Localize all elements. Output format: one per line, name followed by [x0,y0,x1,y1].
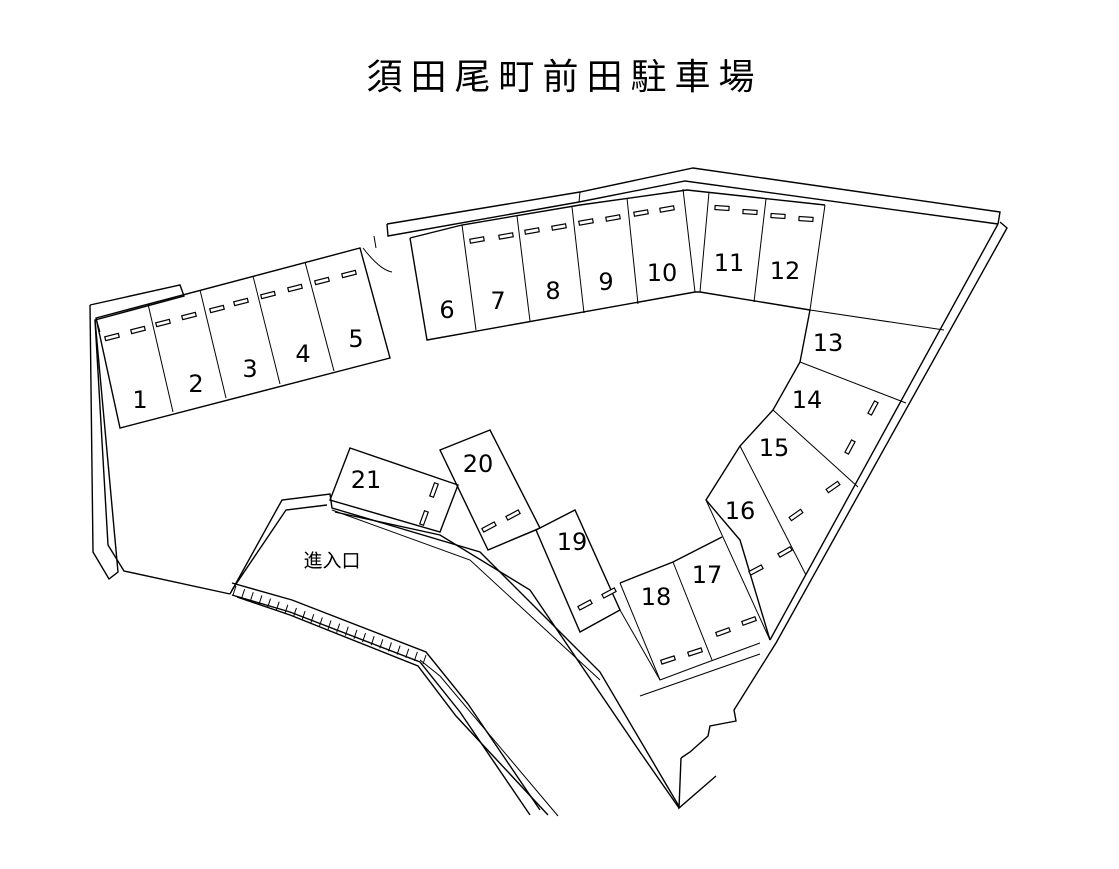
grate-bar [258,595,263,605]
wheel-stop [551,223,567,231]
grate-bar [413,651,418,662]
parking-row-13-17 [579,309,945,697]
wheel-stop [742,208,758,216]
wheel-stop [578,218,594,226]
wheel-stop [659,205,675,213]
grate-bar [284,604,289,614]
wheel-stop [232,297,250,307]
wheel-stop [524,227,540,235]
drainage-grate [232,585,427,665]
grate-bar [344,626,349,636]
space-label-5: 5 [348,325,363,353]
entrance-label: 進入口 [303,550,360,572]
wheel-stop [798,215,814,223]
wheel-stop [469,236,485,244]
grate-bar [387,642,392,652]
space-label-6: 6 [439,296,454,324]
wheel-stops [103,204,879,665]
space-label-10: 10 [647,259,678,287]
space-label-15: 15 [759,434,790,462]
space-label-13: 13 [813,329,844,357]
wheel-stop [259,290,277,300]
grate-bar [327,620,332,630]
space-label-21: 21 [351,466,382,494]
wheel-stop [748,564,764,576]
grate-bar [353,629,358,640]
wheel-stop [340,269,358,279]
grate-bar [301,610,306,621]
wheel-stop [481,521,497,533]
grate-bar [396,645,401,655]
grate-bar [267,598,272,608]
wheel-stop [740,615,758,627]
parking-row-1-5 [95,235,393,429]
wheel-stop [825,480,841,494]
wheel-stop [154,318,172,328]
wheel-stop [428,481,440,499]
wheel-stop [313,276,331,286]
wheel-stop [129,325,147,335]
grate-bar [422,654,427,665]
wheel-stop [714,626,732,638]
grate-bar [249,592,254,602]
space-label-1: 1 [132,386,147,414]
parking-row-19-21 [329,429,621,633]
lot-boundary [89,167,1008,810]
grate-bar [310,614,315,624]
parking-row-6-12 [409,188,826,341]
page-title: 須田尾町前田駐車場 [366,57,763,98]
wheel-stop [601,587,617,599]
grate-bar [379,639,384,649]
grate-bar [232,585,237,596]
entrance-road [229,493,681,817]
space-label-3: 3 [242,355,257,383]
wheel-stop [714,204,730,212]
wheel-stop [659,655,677,665]
space-label-7: 7 [490,287,505,315]
wheel-stop [208,304,226,314]
wheel-stop [770,212,786,220]
space-label-18: 18 [641,583,672,611]
wheel-stop [788,508,804,522]
grate-bar [275,601,280,611]
space-labels: 1 2 3 4 5 6 7 8 9 10 11 12 13 14 15 16 1… [132,249,843,611]
space-label-16: 16 [725,497,756,525]
grate-bar [292,607,297,618]
wheel-stop [605,214,621,222]
space-label-14: 14 [792,386,823,414]
space-label-17: 17 [692,561,723,589]
wheel-stop [103,332,121,342]
space-label-8: 8 [545,277,560,305]
wheel-stop [577,599,593,611]
wheel-stop [180,311,198,321]
space-label-19: 19 [557,528,588,556]
grate-bar [370,636,375,646]
grate-bar [362,632,367,643]
wheel-stop [498,232,514,240]
space-label-11: 11 [714,249,745,277]
wheel-stop [286,283,304,293]
grate-bar [336,623,341,633]
wheel-stop [686,647,704,657]
wheel-stop [844,439,856,455]
space-label-2: 2 [188,370,203,398]
wheel-stop [777,545,793,559]
space-label-9: 9 [598,268,613,296]
wheel-stop [505,509,521,521]
space-label-12: 12 [770,257,801,285]
wheel-stop [633,209,649,217]
wheel-stop [867,400,879,416]
grate-bar [241,588,246,599]
space-label-4: 4 [295,340,310,368]
space-label-20: 20 [463,450,494,478]
grate-bar [318,617,323,627]
grate-bar [405,648,410,658]
wheel-stop [418,509,430,527]
